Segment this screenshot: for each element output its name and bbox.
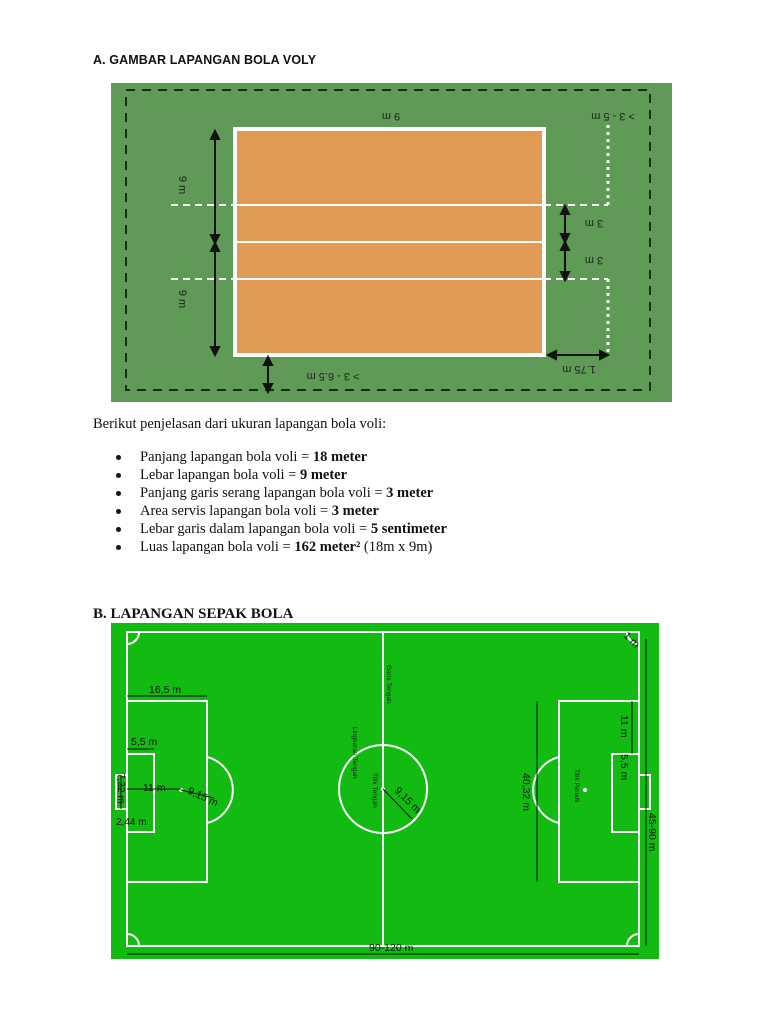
bullet-icon	[116, 455, 121, 460]
corner-arc-br	[626, 933, 640, 947]
corner-arc-bl	[126, 933, 140, 947]
list-item: Area servis lapangan bola voli = 3 meter	[93, 502, 447, 520]
bullet-icon	[116, 527, 121, 532]
label-goal-area-depth: 5,5 m	[131, 736, 158, 748]
label-halfway-line: Garis Tengah	[385, 665, 392, 704]
center-circle	[338, 744, 428, 834]
list-item: Lebar garis dalam lapangan bola voli = 5…	[93, 520, 447, 538]
bullet-icon	[116, 509, 121, 514]
label-goal-width: 7,32 m	[115, 773, 126, 804]
label-goal-height: 2,44 m	[116, 817, 147, 828]
bullet-icon	[116, 545, 121, 550]
dim-top-label: 9 m	[382, 110, 400, 122]
label-penalty-spot-right: Titik Penalti	[573, 769, 580, 802]
volleyball-court-diagram: 9 m > 3 - 5 m 9 m 9 m 3 m 3 m 1.75 m > 3…	[111, 83, 672, 402]
list-item: Lebar lapangan bola voli = 9 meter	[93, 466, 447, 484]
heading-soccer: B. LAPANGAN SEPAK BOLA	[93, 606, 294, 622]
penalty-spot-right	[583, 788, 587, 792]
label-field-length: 90-120 m	[369, 942, 414, 954]
bullet-icon	[116, 491, 121, 496]
label-penalty-area-width: 40,32 m	[520, 773, 532, 811]
label-right-55: 5,5 m	[618, 754, 630, 781]
label-field-width: 45-90 m	[646, 813, 658, 852]
penalty-arc-left	[206, 756, 234, 824]
dim-right-lower-label: 3 m	[585, 254, 603, 266]
dim-bottom-label: > 3 - 6.5 m	[307, 370, 360, 382]
bullet-icon	[116, 473, 121, 478]
dim-top-right-label: > 3 - 5 m	[591, 110, 635, 122]
explanation-intro: Berikut penjelasan dari ukuran lapangan …	[93, 416, 387, 432]
label-right-11: 11 m	[618, 715, 630, 738]
dim-bottom-right-label: 1.75 m	[562, 363, 596, 375]
label-center-spot: Titik Tengah	[371, 773, 378, 808]
list-item: Panjang garis serang lapangan bola voli …	[93, 484, 447, 502]
corner-arc-tr	[626, 631, 640, 645]
free-zone-outline	[125, 89, 651, 391]
list-item: Luas lapangan bola voli = 162 meter² (18…	[93, 538, 447, 556]
label-penalty-spot: 11 m	[143, 782, 166, 794]
heading-volleyball: A. GAMBAR LAPANGAN BOLA VOLY	[93, 53, 317, 67]
penalty-arc-right	[532, 756, 560, 824]
list-item: Panjang lapangan bola voli = 18 meter	[93, 448, 447, 466]
label-center-circle: Lingkaran Tengah	[351, 727, 358, 779]
facts-list: Panjang lapangan bola voli = 18 meter Le…	[93, 448, 447, 556]
dim-left-lower-label: 9 m	[176, 290, 188, 308]
label-penalty-depth: 16,5 m	[149, 684, 181, 696]
corner-arc-tl	[126, 631, 140, 645]
soccer-field-diagram: 16,5 m 5,5 m 11 m 9,15 m 7,32 m 2,44 m 9…	[111, 623, 659, 959]
goal-right	[638, 774, 651, 810]
dim-left-upper-label: 9 m	[176, 176, 188, 194]
dim-right-upper-label: 3 m	[585, 217, 603, 229]
